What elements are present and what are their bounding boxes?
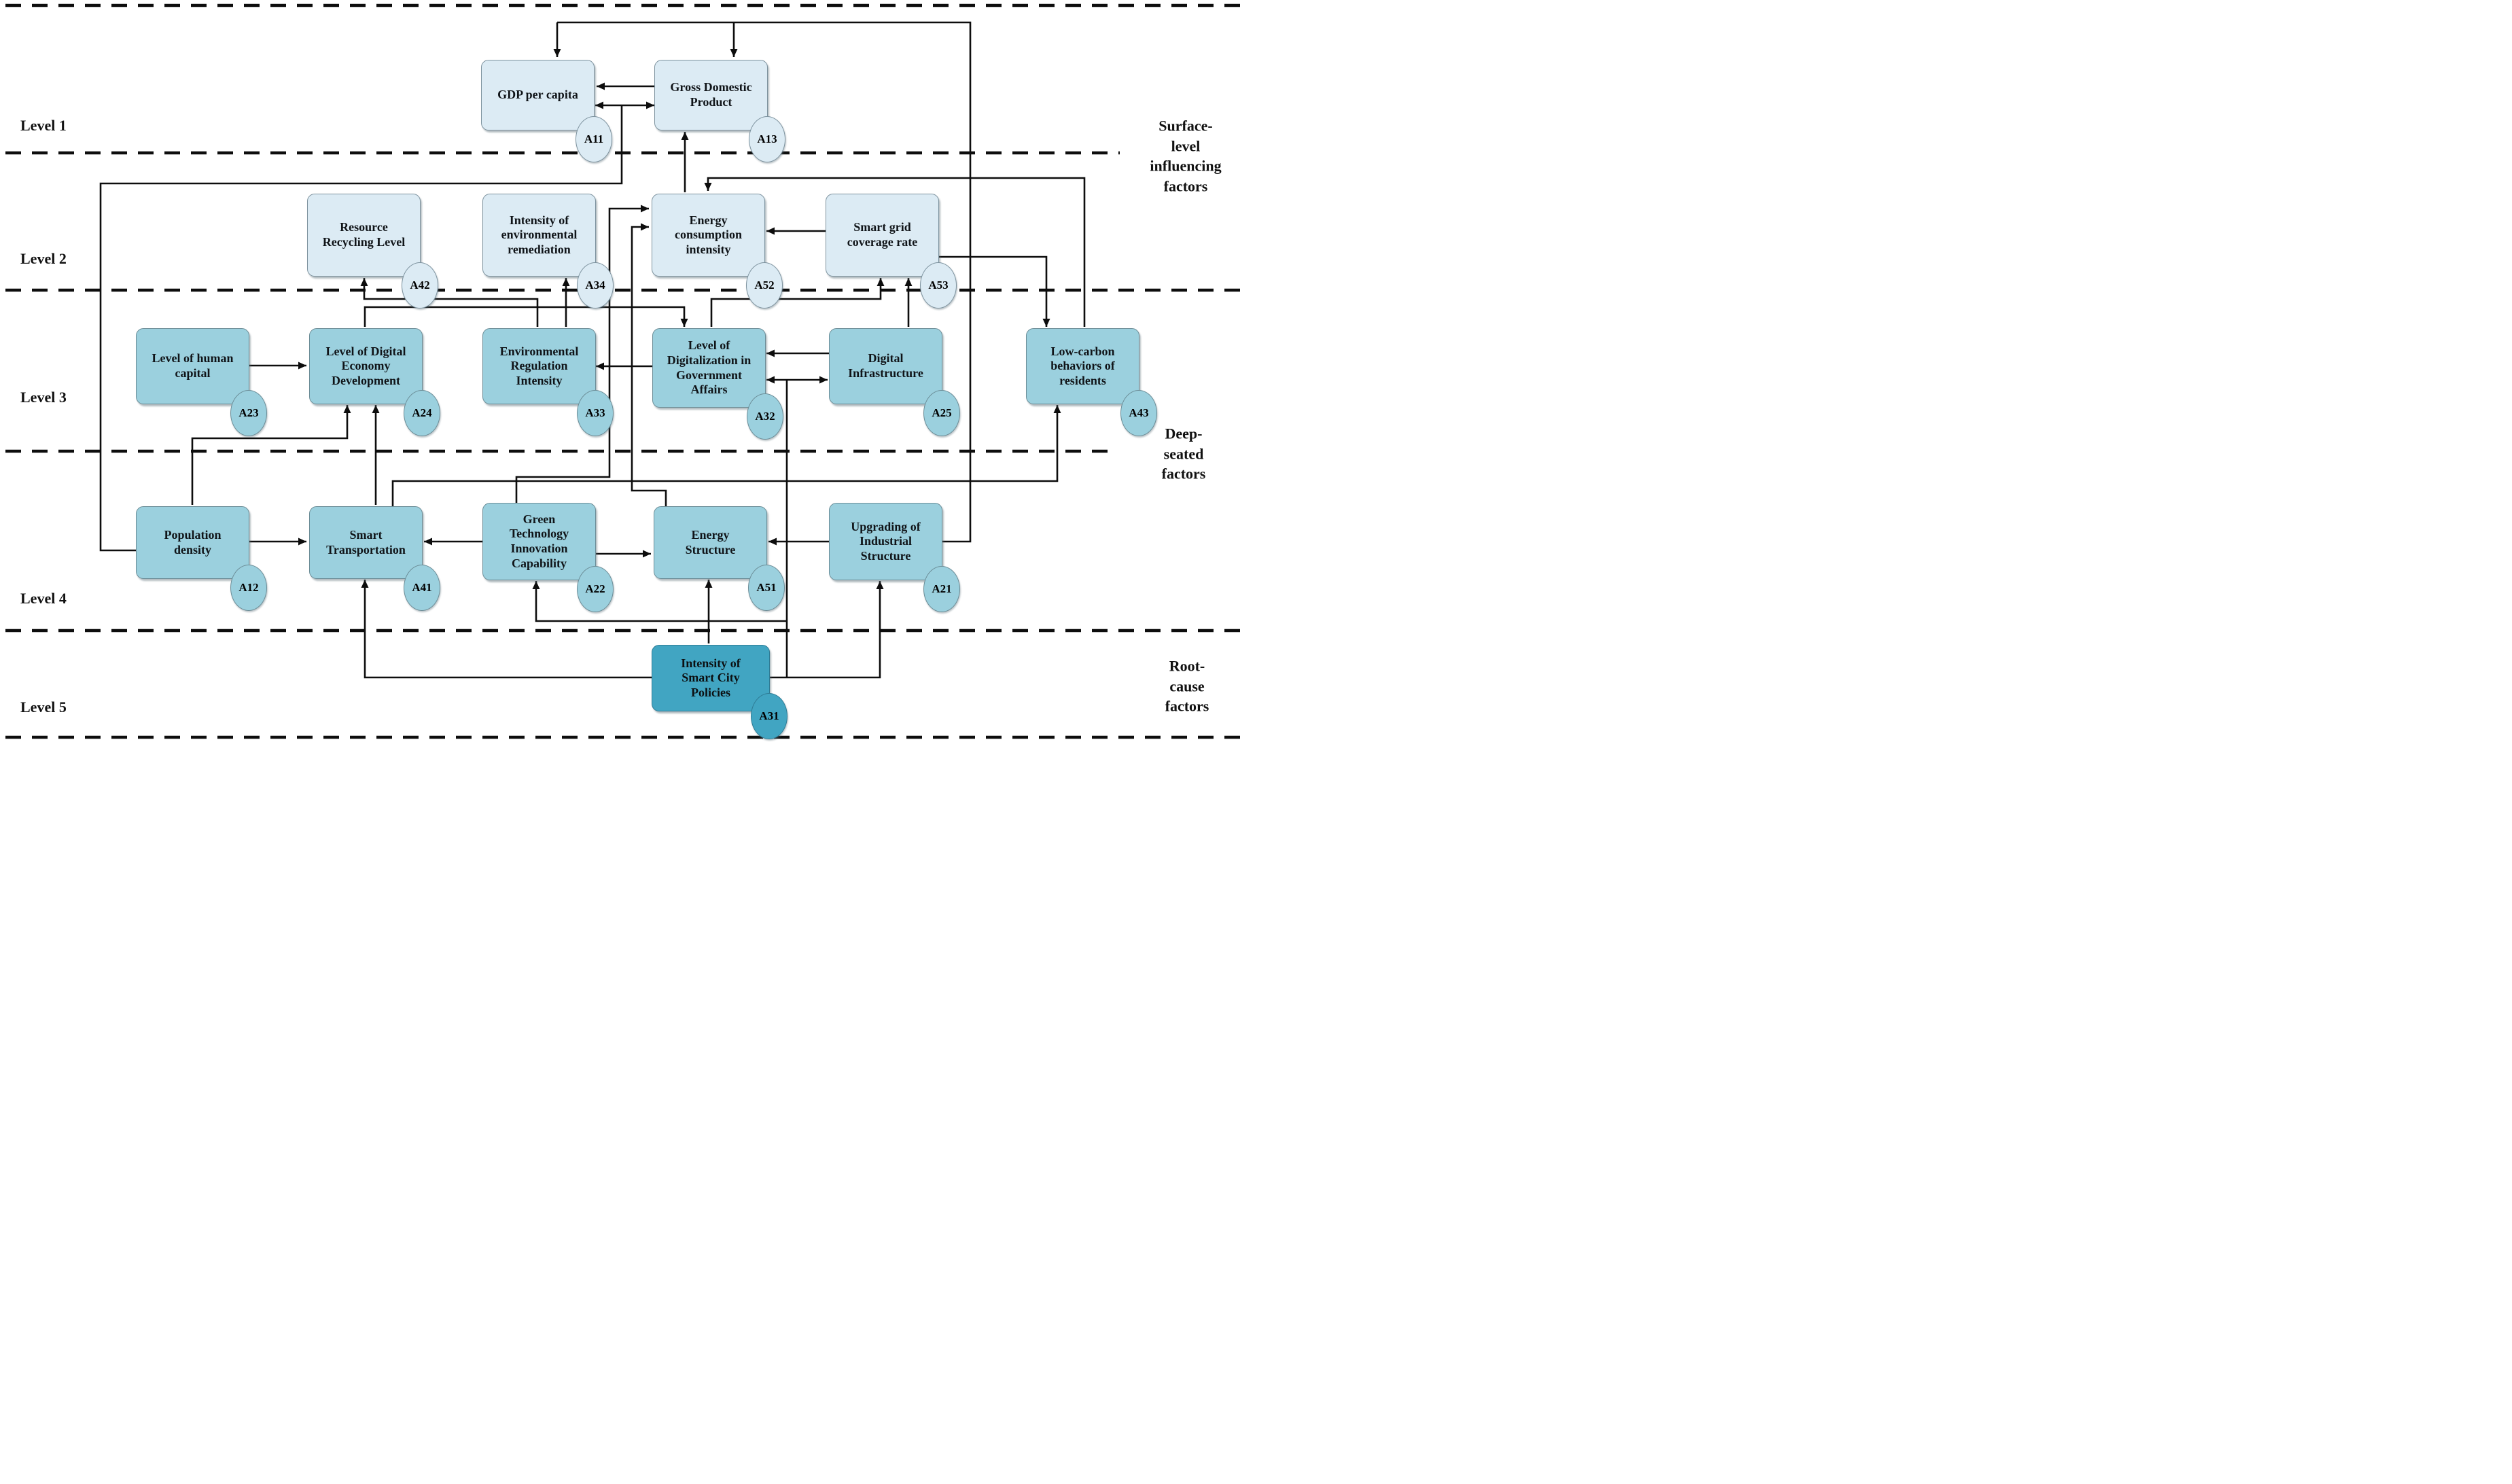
arrowhead (562, 278, 570, 286)
arrowhead (298, 537, 306, 546)
arrowhead (361, 580, 369, 588)
arrowhead (597, 82, 605, 90)
arrowhead (643, 550, 651, 558)
edge-A12-to-A11-A13-feed (99, 105, 623, 552)
level-label-2: Level 2 (20, 250, 67, 267)
edge-A31-to-A21 (768, 581, 881, 679)
arrowhead (424, 537, 432, 546)
arrowhead (641, 205, 649, 213)
arrowhead (298, 361, 306, 370)
arrowhead (680, 319, 688, 327)
arrowhead (372, 405, 380, 413)
edge-A32-to-A53 (710, 278, 882, 327)
arrowhead (343, 405, 351, 413)
arrowhead (730, 49, 738, 57)
edge-A31-branch-A22 (535, 581, 787, 622)
arrowhead (877, 278, 885, 286)
edge-A12-to-A24 (191, 405, 349, 505)
edge-A21-to-top-bus (557, 21, 972, 543)
side-label-surface: Surface-level influencing factors (1150, 117, 1222, 195)
arrowhead (553, 49, 561, 57)
arrowhead (819, 376, 828, 384)
arrowhead (704, 183, 712, 191)
arrowhead (681, 132, 689, 140)
arrowhead (904, 278, 913, 286)
edge-A31-to-A41 (364, 580, 652, 679)
edge-A22-to-A52 (515, 207, 649, 503)
arrowhead (641, 223, 649, 231)
side-label-root: Root-cause factors (1165, 657, 1209, 715)
level-label-3: Level 3 (20, 389, 67, 406)
arrowhead (766, 227, 775, 235)
level-label-4: Level 4 (20, 590, 67, 607)
arrowhead (1053, 405, 1061, 413)
edge-A43-to-A52 (707, 177, 1086, 327)
arrowhead (766, 376, 775, 384)
arrowhead (768, 537, 777, 546)
level-label-1: Level 1 (20, 117, 67, 134)
arrowhead (532, 581, 540, 589)
arrowhead (595, 101, 603, 109)
edge-A51-to-A52 (631, 226, 667, 506)
edge-A41-to-A43 (391, 405, 1059, 506)
edge-layer (5, 3, 1250, 739)
edge-A53-to-A43 (938, 255, 1048, 327)
arrowhead (705, 580, 713, 588)
arrowhead (766, 349, 775, 357)
arrowhead (596, 362, 604, 370)
level-label-5: Level 5 (20, 699, 67, 716)
arrowhead (360, 278, 368, 286)
arrowhead (876, 581, 884, 589)
arrowhead (646, 101, 654, 109)
side-label-deep: Deep-seated factors (1161, 425, 1206, 482)
edge-A33-to-A42 (363, 278, 539, 327)
arrowhead (1042, 319, 1050, 327)
edge-A24-to-A32 (364, 306, 686, 327)
